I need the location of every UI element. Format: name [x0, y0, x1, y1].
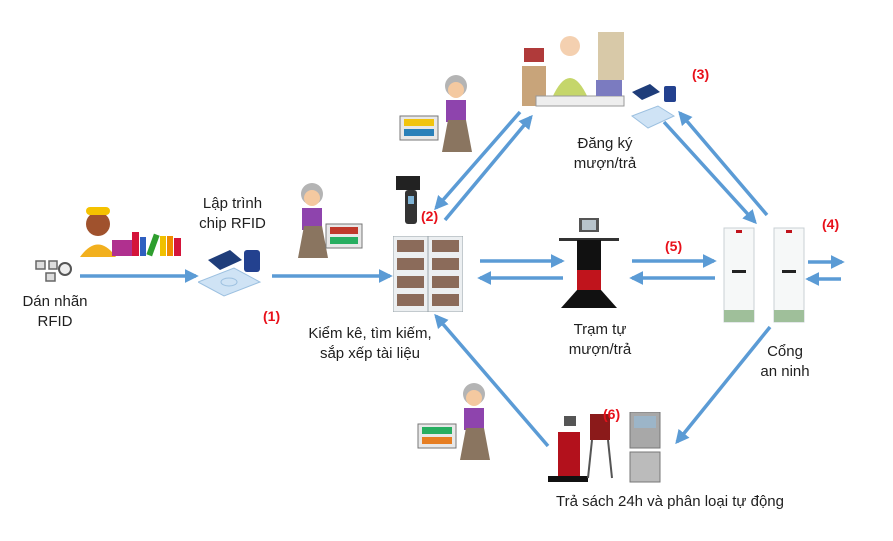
- step-1-label: (1): [263, 308, 281, 324]
- librarian-desk-icon: [522, 32, 625, 107]
- label-self-station-line1: Trạm tự: [573, 321, 627, 338]
- label-tagging-line1: Dán nhãn: [22, 293, 88, 310]
- label-programming: Lập trình chip RFID: [185, 194, 280, 234]
- arrow-registration-to-scanner: [434, 110, 522, 211]
- label-book-return: Trả sách 24h và phân loại tự động: [556, 493, 784, 510]
- arrow-registration-to-gate: [662, 120, 757, 225]
- librarian-with-cart-icon: [298, 183, 363, 258]
- label-security-gate: Cổng an ninh: [735, 342, 835, 382]
- librarian-with-cart-bottom-icon: [417, 383, 490, 460]
- arrow-gate-to-book-return: [675, 325, 772, 445]
- librarian-with-books-icon: [80, 207, 181, 257]
- label-shelf: Kiểm kê, tìm kiếm, sắp xếp tài liệu: [290, 324, 450, 364]
- label-shelf-line1: Kiểm kê, tìm kiếm,: [308, 325, 432, 342]
- rfid-programmer-icon: [198, 250, 262, 297]
- label-tagging-line2: RFID: [37, 313, 73, 330]
- handheld-scanner-icon: [396, 176, 420, 224]
- label-shelf-line2: sắp xếp tài liệu: [319, 345, 421, 362]
- label-security-gate-line1: Cổng: [767, 343, 803, 360]
- step-2-label: (2): [421, 208, 439, 224]
- step-6-label: (6): [603, 406, 621, 422]
- label-registration-line1: Đăng ký: [577, 135, 633, 152]
- label-tagging: Dán nhãn RFID: [10, 292, 100, 332]
- rfid-reader-icon: [630, 84, 676, 129]
- bookshelf-icon: [393, 236, 463, 312]
- label-self-station-line2: mượn/trả: [568, 341, 632, 358]
- arrow-scanner-to-registration: [443, 114, 533, 222]
- label-self-station: Trạm tự mượn/trả: [550, 320, 650, 360]
- rfid-tags-icon: [35, 260, 72, 282]
- security-gate-icon: [723, 227, 805, 323]
- book-drop-sorter-icon: [548, 412, 661, 483]
- label-registration: Đăng ký mượn/trả: [555, 134, 655, 174]
- label-registration-line2: mượn/trả: [573, 155, 637, 172]
- step-3-label: (3): [692, 66, 710, 82]
- self-checkout-kiosk-icon: [559, 218, 619, 308]
- arrow-gate-to-registration: [678, 110, 769, 217]
- step-4-label: (4): [822, 216, 840, 232]
- label-programming-line1: Lập trình: [202, 195, 263, 212]
- step-5-label: (5): [665, 238, 683, 254]
- label-security-gate-line2: an ninh: [760, 363, 810, 380]
- arrow-book-return-to-shelf: [434, 313, 550, 448]
- label-programming-line2: chip RFID: [199, 215, 266, 232]
- librarian-with-cart-top-icon: [399, 75, 472, 152]
